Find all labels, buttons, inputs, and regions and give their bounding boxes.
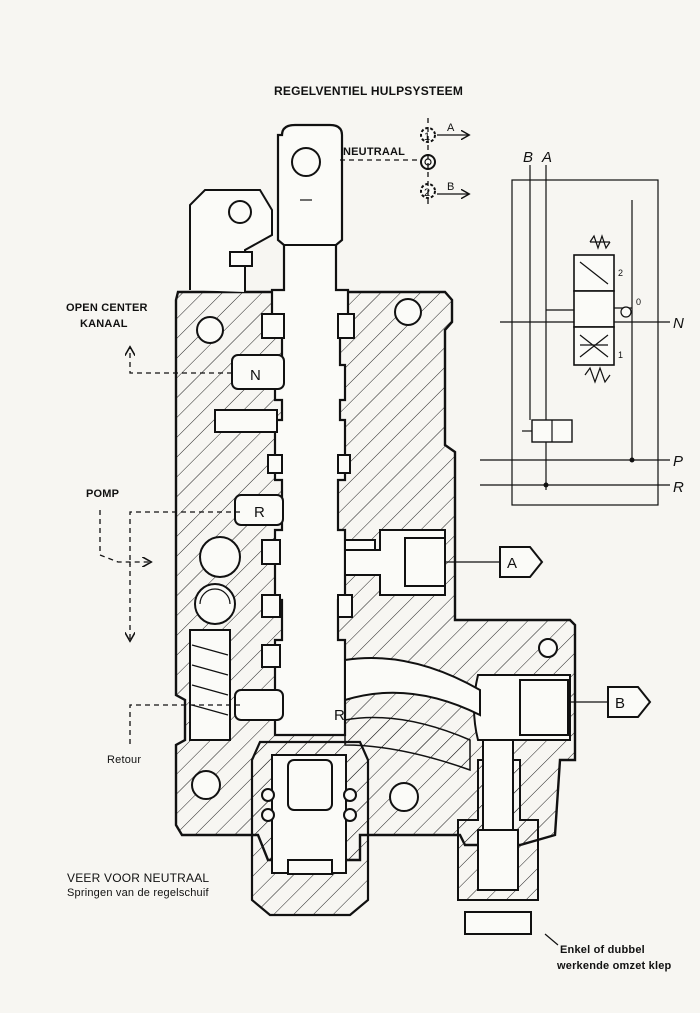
schematic-pos2: 2 [618, 268, 623, 278]
pomp-label: POMP [86, 488, 120, 500]
port-a-flag [499, 546, 544, 578]
pos2-number: 2 [424, 187, 430, 199]
open-center-label-2: KANAAL [80, 318, 128, 330]
schematic-n: N [673, 315, 684, 332]
lever-bracket [189, 189, 273, 292]
spool-r2-letter: R [334, 707, 345, 724]
schematic-r: R [673, 479, 684, 496]
veer-label-2: Springen van de regelschuif [67, 887, 209, 899]
retour-label: Retour [107, 754, 142, 766]
pos1-number: 1 [424, 131, 430, 143]
schematic-pos1: 1 [618, 350, 623, 360]
schematic-b: B [523, 149, 533, 166]
spool-r1-letter: R [254, 504, 265, 521]
control-spool [270, 123, 350, 737]
enkel-label-2: werkende omzet klep [557, 960, 672, 972]
pos2-arrow-letter: B [447, 181, 454, 193]
schematic-p: P [673, 453, 683, 470]
port-b-flag [607, 686, 652, 718]
port-b-letter: B [615, 695, 625, 712]
open-center-label-1: OPEN CENTER [66, 302, 148, 314]
veer-label-1: VEER VOOR NEUTRAAL [67, 871, 210, 885]
spool-n-letter: N [250, 367, 261, 384]
enkel-label-1: Enkel of dubbel [560, 944, 645, 956]
neutraal-label: NEUTRAAL [343, 146, 406, 158]
diagram-title: REGELVENTIEL HULPSYSTEEM [274, 84, 464, 98]
schematic-a: A [541, 149, 552, 166]
port-a-letter: A [507, 555, 517, 572]
pos1-arrow-letter: A [447, 122, 455, 134]
hydraulic-schematic [480, 165, 670, 506]
schematic-pos0: 0 [636, 297, 641, 307]
